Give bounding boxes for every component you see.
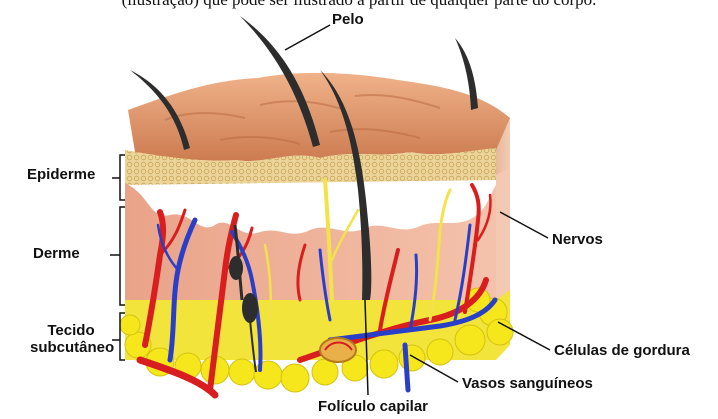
label-tecido-subcutaneo: Tecido subcutâneo [30, 322, 112, 356]
label-pelo: Pelo [332, 11, 364, 28]
label-epiderme: Epiderme [27, 166, 95, 183]
right-side-dermis [496, 168, 510, 300]
label-vasos-sanguineos: Vasos sanguíneos [462, 375, 593, 392]
label-tecido-line2: subcutâneo [30, 339, 112, 356]
label-derme: Derme [33, 245, 80, 262]
label-tecido-line1: Tecido [30, 322, 112, 339]
label-nervos: Nervos [552, 231, 603, 248]
label-celulas-gordura: Células de gordura [554, 342, 690, 359]
label-foliculo-capilar: Folículo capilar [318, 398, 428, 415]
hair-bulb [320, 338, 356, 362]
